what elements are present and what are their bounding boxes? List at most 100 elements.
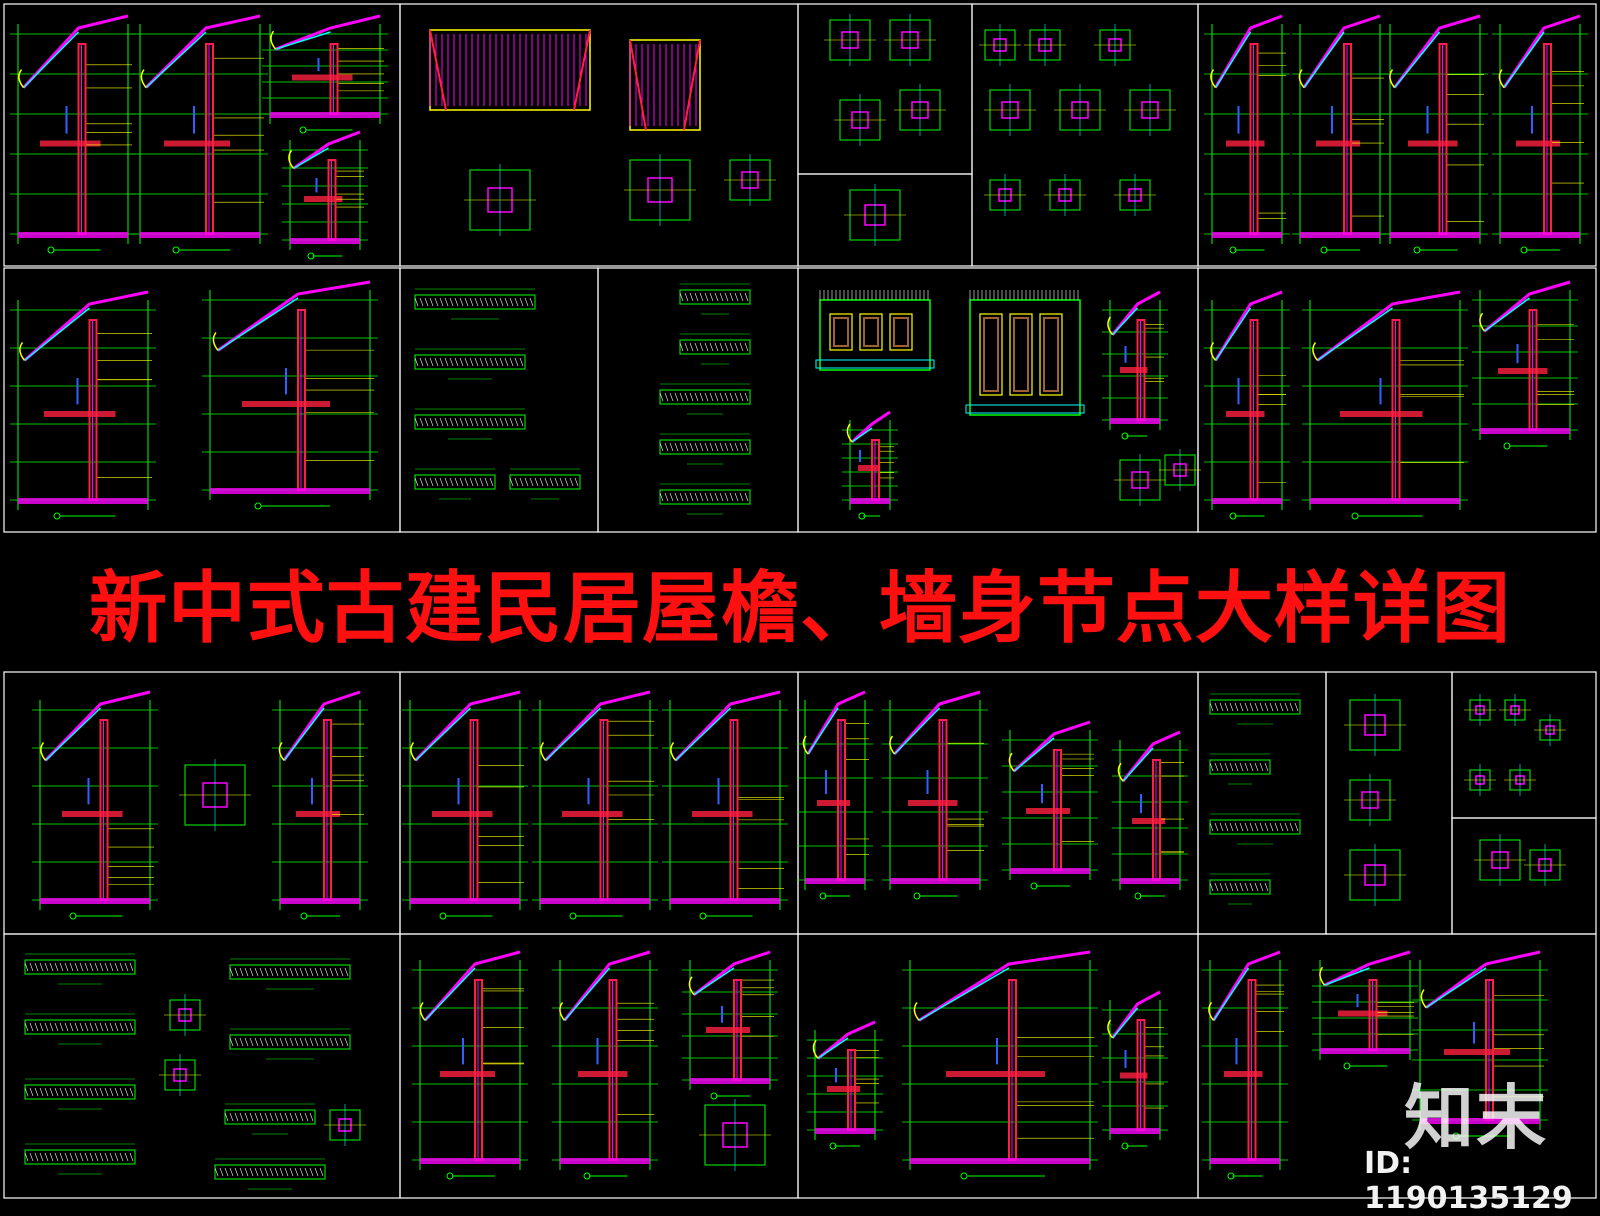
node-detail-66 [1499, 694, 1531, 726]
railing-strip-37 [659, 433, 751, 465]
node-detail-68 [1464, 764, 1496, 796]
railing-strip-72 [24, 953, 136, 985]
wall-section-detail-92 [1412, 950, 1548, 1140]
wall-section-detail-87 [807, 1020, 883, 1150]
wall-section-detail-56 [1002, 720, 1098, 890]
railing-strip-34 [679, 283, 751, 315]
panel-frame-7 [399, 267, 599, 533]
railing-strip-77 [229, 1028, 351, 1060]
node-detail-14 [979, 24, 1021, 66]
wall-section-detail-88 [902, 950, 1098, 1180]
wall-section-detail-48 [32, 690, 158, 920]
wall-section-detail-41 [842, 410, 898, 520]
node-detail-62 [1344, 694, 1406, 756]
railing-strip-58 [1209, 693, 1301, 725]
panel-frame-21 [1197, 933, 1597, 1199]
node-detail-86 [699, 1099, 771, 1171]
node-detail-43 [1114, 454, 1166, 506]
wall-section-detail-45 [1204, 290, 1290, 520]
wall-section-detail-2 [262, 14, 388, 134]
railing-strip-75 [24, 1143, 136, 1175]
railing-strip-76 [229, 958, 351, 990]
node-detail-18 [1054, 84, 1106, 136]
wall-section-detail-85 [682, 950, 778, 1100]
railing-strip-29 [414, 288, 536, 320]
wall-section-detail-91 [1312, 950, 1418, 1070]
node-detail-63 [1344, 774, 1396, 826]
railing-strip-73 [24, 1013, 136, 1045]
wall-section-detail-55 [882, 690, 988, 900]
wall-section-detail-23 [1204, 14, 1290, 254]
wall-section-detail-3 [282, 130, 368, 260]
node-detail-64 [1344, 844, 1406, 906]
panel-frames [3, 3, 1597, 1199]
railing-strip-35 [679, 333, 751, 365]
watermark-id: ID: 1190135129 [1364, 1146, 1573, 1216]
wall-section-detail-25 [1382, 14, 1488, 254]
railing-strip-36 [659, 383, 751, 415]
panel-frame-11 [3, 671, 401, 935]
wall-section-detail-83 [412, 950, 528, 1180]
panel-frame-10 [1197, 267, 1597, 533]
node-detail-21 [1044, 174, 1086, 216]
wall-section-detail-53 [662, 690, 788, 920]
wall-section-detail-51 [402, 690, 528, 920]
node-detail-11 [834, 94, 886, 146]
railing-strip-32 [414, 468, 496, 500]
railing-strip-31 [414, 408, 526, 440]
panel-frame-15 [1325, 671, 1453, 935]
panel-frame-16 [1451, 671, 1597, 819]
railing-strip-38 [659, 483, 751, 515]
railing-strip-60 [1209, 813, 1301, 845]
node-detail-44 [1159, 449, 1201, 491]
node-detail-78 [164, 994, 206, 1036]
watermark-logo: 知末 [1404, 1077, 1548, 1159]
railing-strip-74 [24, 1078, 136, 1110]
wall-section-detail-52 [532, 690, 658, 920]
railing-strip-59 [1209, 753, 1271, 785]
wall-section-detail-57 [1112, 730, 1188, 900]
node-detail-79 [159, 1054, 201, 1096]
railing-strip-33 [509, 468, 581, 500]
wall-section-detail-0 [10, 14, 136, 254]
wall-section-detail-24 [1292, 14, 1388, 254]
wall-section-detail-28 [202, 280, 378, 510]
panel-frame-5 [1197, 3, 1597, 267]
node-detail-65 [1464, 694, 1496, 726]
panel-frame-2 [797, 3, 973, 175]
node-detail-7 [624, 154, 696, 226]
node-detail-20 [984, 174, 1026, 216]
roof-plan-5 [629, 39, 701, 131]
wall-section-detail-27 [10, 290, 156, 520]
elevation-detail-39 [815, 290, 935, 371]
panel-frame-13 [797, 671, 1199, 935]
node-detail-6 [464, 164, 536, 236]
railing-strip-30 [414, 348, 526, 380]
node-detail-67 [1534, 714, 1566, 746]
node-detail-15 [1024, 24, 1066, 66]
wall-section-detail-89 [1102, 990, 1168, 1150]
cad-details [10, 14, 1588, 1190]
panel-frame-17 [1451, 817, 1597, 935]
node-detail-22 [1114, 174, 1156, 216]
node-detail-10 [884, 14, 936, 66]
node-detail-13 [844, 184, 906, 246]
node-detail-9 [824, 14, 876, 66]
wall-section-detail-46 [1302, 290, 1468, 520]
railing-strip-61 [1209, 873, 1271, 905]
wall-section-detail-90 [1202, 950, 1288, 1180]
node-detail-49 [179, 759, 251, 831]
node-detail-12 [894, 84, 946, 136]
wall-section-detail-47 [1472, 280, 1578, 450]
wall-section-detail-50 [272, 690, 368, 920]
title-banner: 新中式古建民居屋檐、墙身节点大样详图 [0, 534, 1600, 670]
node-detail-82 [324, 1104, 366, 1146]
node-detail-70 [1474, 834, 1526, 886]
node-detail-16 [1094, 24, 1136, 66]
roof-plan-4 [429, 29, 591, 111]
node-detail-8 [724, 154, 776, 206]
elevation-detail-40 [965, 290, 1085, 416]
railing-strip-80 [224, 1103, 316, 1135]
panel-frame-14 [1197, 671, 1327, 935]
